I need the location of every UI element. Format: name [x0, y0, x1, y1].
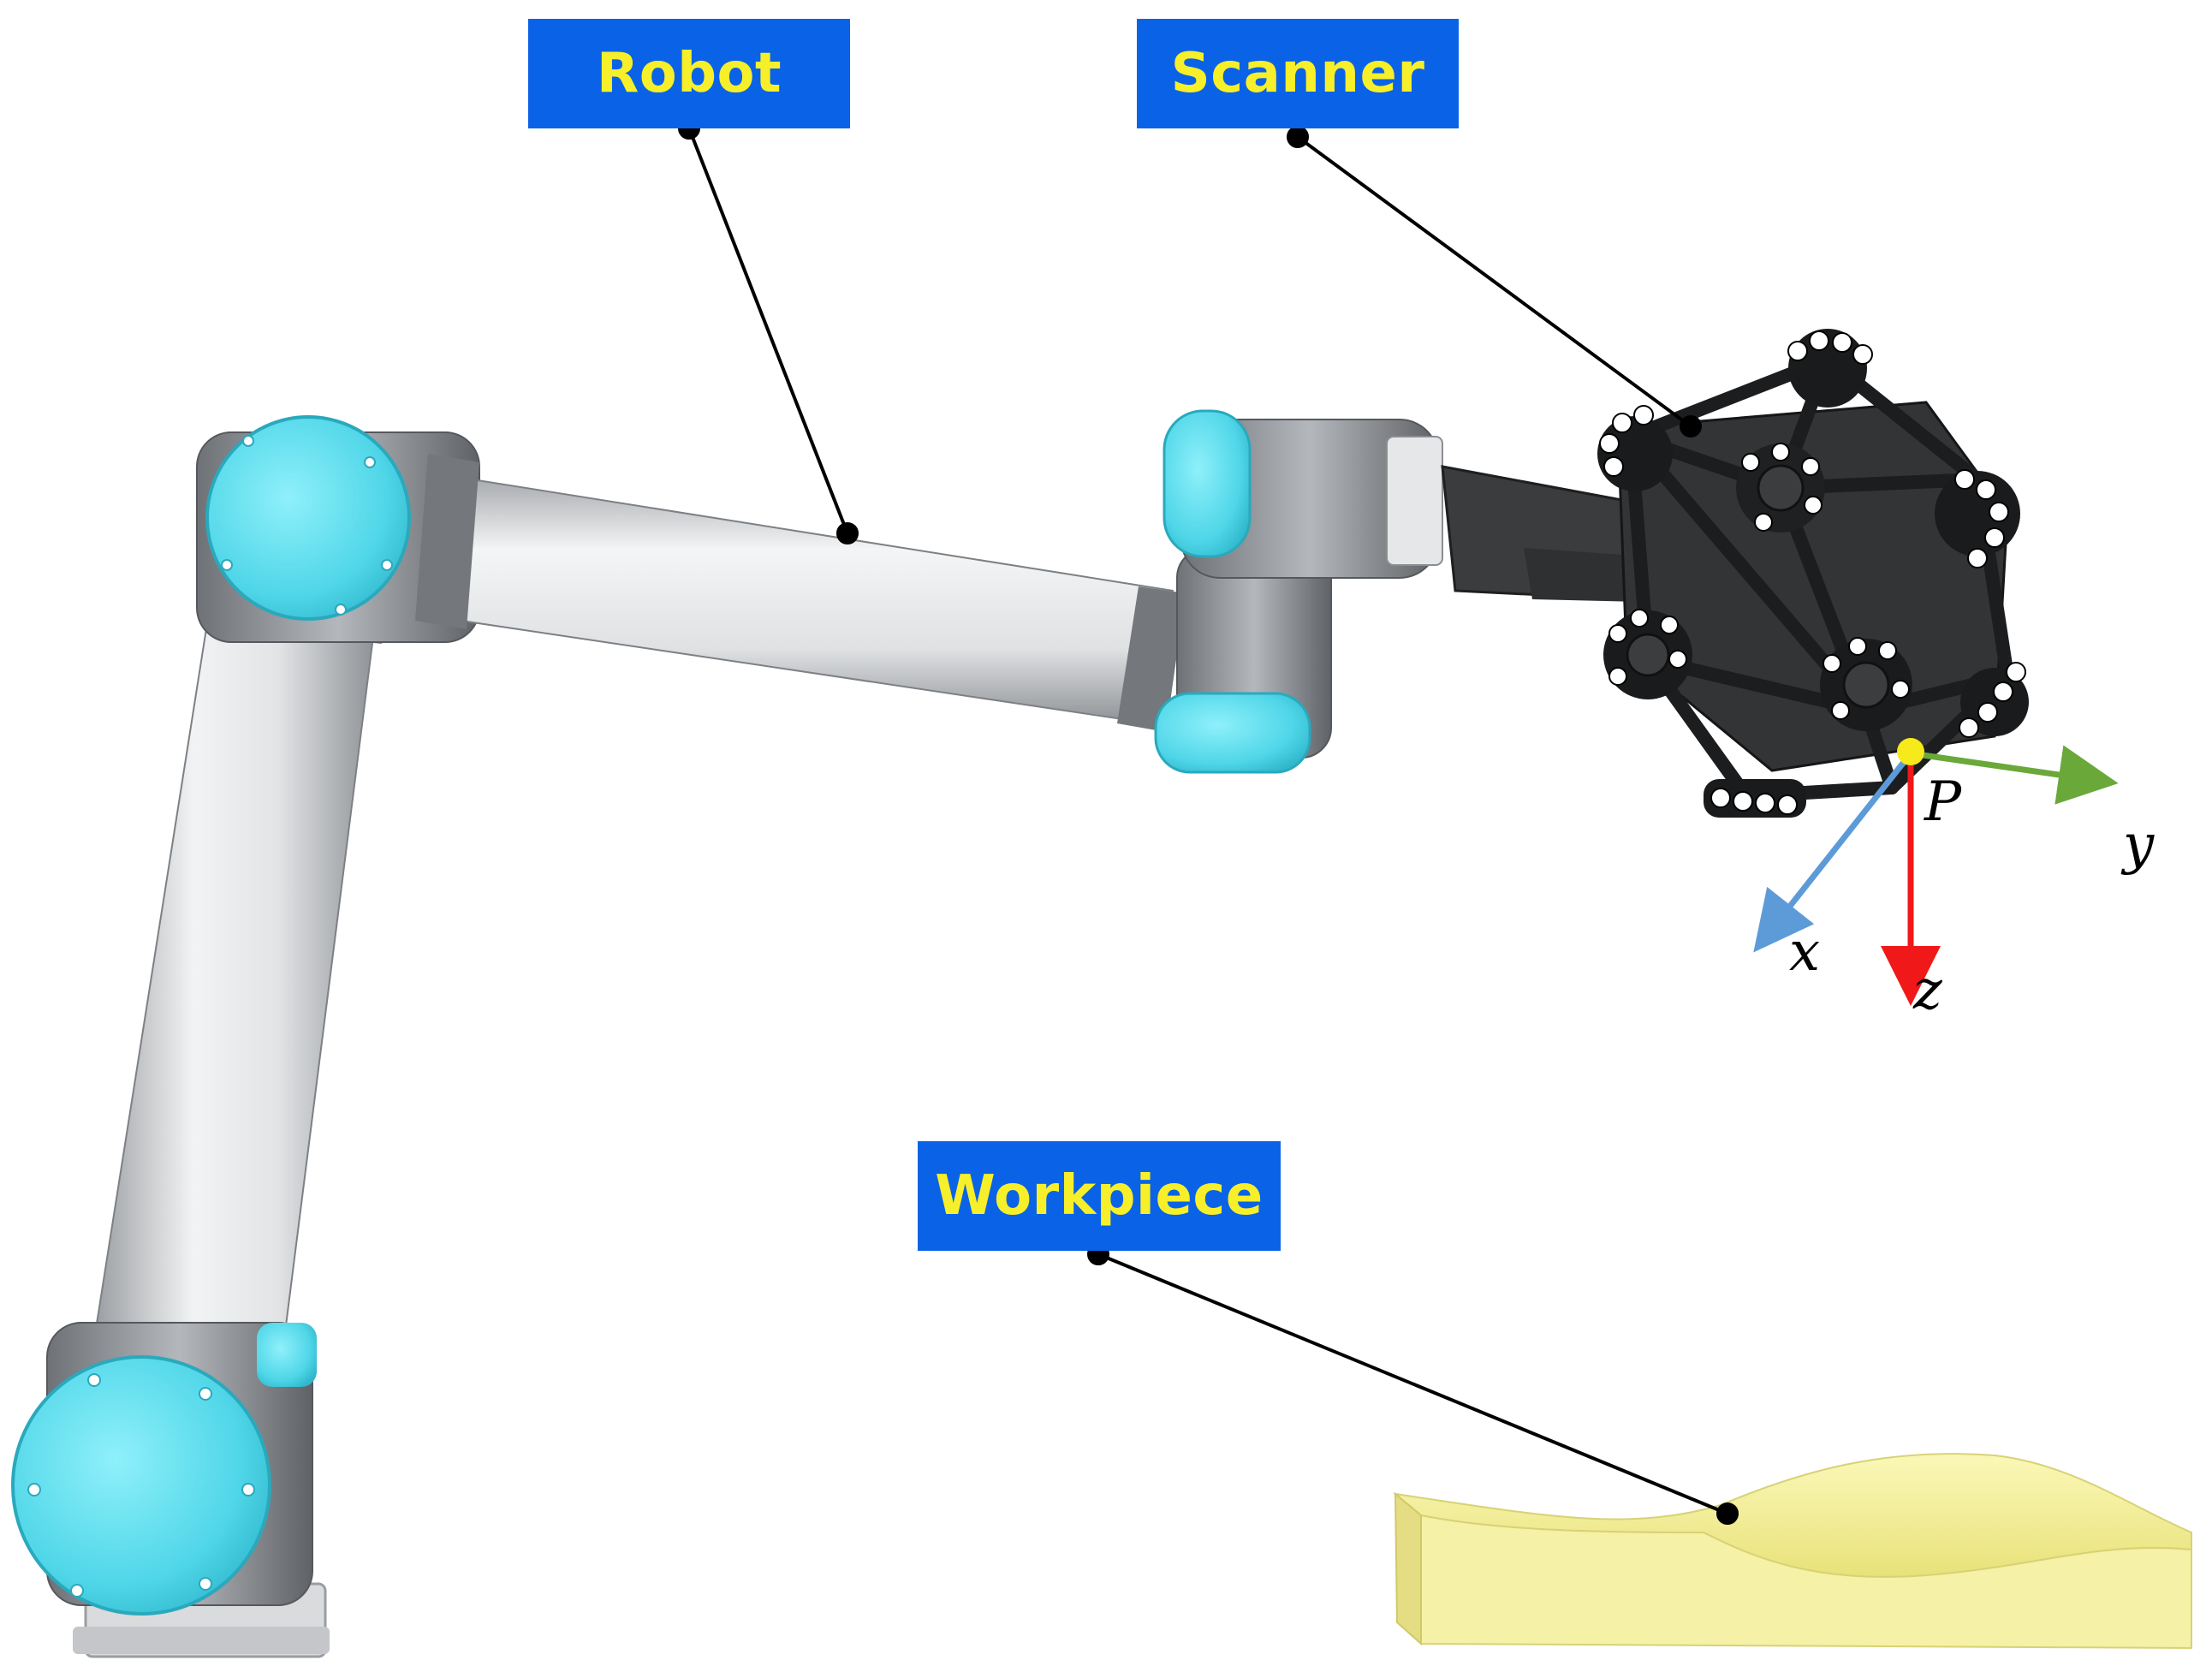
axis-y-label: y: [2123, 813, 2155, 877]
scanner-marker-hubs: [1597, 329, 2029, 818]
leader-lines: [678, 117, 1739, 1525]
axis-z-label: z: [1913, 959, 1942, 1022]
scanner-callout: Scanner: [1137, 19, 1459, 128]
workpiece-leader-line: [1097, 1253, 1728, 1515]
robot-base-cap-screws: [27, 1373, 255, 1598]
origin-label: P: [1924, 771, 1962, 834]
robot-elbow-cap: [1154, 692, 1311, 774]
robot-upper-collar-right: [1117, 586, 1186, 732]
robot-callout: Robot: [528, 19, 850, 128]
axis-y-arrow: [1910, 745, 2119, 805]
workpiece: [1392, 1453, 2192, 1650]
axis-x-arrow: [1753, 751, 1913, 953]
robot-leader-line: [687, 128, 849, 534]
robot-leader-dot-bottom: [836, 522, 859, 544]
robot-wrist-flange: [1386, 436, 1443, 566]
scanner-leader-dot-top: [1287, 126, 1309, 148]
robot-arm: [11, 409, 1443, 1658]
origin-point-p: [1897, 738, 1924, 765]
scanner-leader-dot-bottom: [1680, 415, 1702, 437]
scanner-hub-right: [1935, 469, 2020, 568]
robot-base-cap: [11, 1355, 271, 1616]
robot-lower-arm: [92, 589, 378, 1354]
scanner-leader-line: [1296, 135, 1692, 428]
scanner-hub-lower-center: [1820, 637, 1912, 731]
robot-base-cap-side: [257, 1323, 317, 1387]
scanner: [1441, 329, 2029, 818]
scanner-hub-lower-left: [1603, 609, 1692, 699]
workpiece-callout: Workpiece: [918, 1141, 1281, 1251]
robot-upper-collar-left: [415, 454, 479, 629]
robot-wrist-cap: [1162, 409, 1252, 558]
scanner-hub-center: [1736, 443, 1825, 533]
scanner-hub-far-right: [1959, 662, 2029, 738]
workpiece-front-face: [1420, 1514, 2192, 1650]
scanner-hub-bottom: [1704, 779, 1806, 818]
workpiece-leader-dot-bottom: [1716, 1502, 1739, 1525]
robot-upper-arm: [431, 473, 1174, 725]
workpiece-left-face: [1394, 1491, 1422, 1646]
scanner-hub-left: [1597, 405, 1673, 491]
robot-shoulder-cap: [205, 415, 411, 621]
axis-x-label: x: [1789, 920, 1821, 984]
scanner-hub-top: [1787, 329, 1873, 408]
robot-shoulder-cap-screws: [221, 435, 393, 616]
robot-base-ring: [73, 1627, 330, 1654]
coordinate-frame: [1753, 738, 2119, 1006]
